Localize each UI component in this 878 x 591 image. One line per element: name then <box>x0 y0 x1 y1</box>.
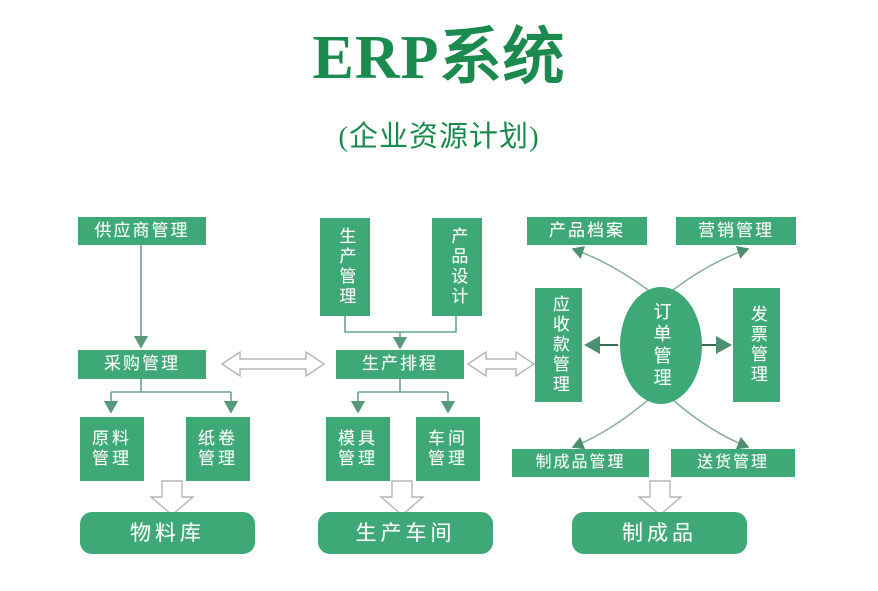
node-invoice-management[interactable]: 发票管理 <box>733 288 780 402</box>
node-marketing-management[interactable]: 营销管理 <box>676 217 796 245</box>
connector-scheduling-to-shopfloor <box>350 379 456 414</box>
connector-materials-to-warehouse <box>149 480 195 516</box>
connector-purchasing-to-materials <box>103 379 239 414</box>
node-mold-management[interactable]: 模具 管理 <box>326 417 390 481</box>
connector-purchasing-to-scheduling <box>220 350 326 378</box>
node-product-archive[interactable]: 产品档案 <box>527 217 647 245</box>
page-subtitle: (企业资源计划) <box>338 121 540 153</box>
node-receivables-management[interactable]: 应收款管理 <box>535 288 582 402</box>
connector-order-to-finished-goods-mgmt <box>571 399 649 450</box>
connector-order-to-marketing <box>672 246 750 291</box>
node-raw-material-management-line2: 管理 <box>92 449 132 468</box>
connector-shopfloor-to-production-workshop <box>379 480 425 516</box>
page-title: ERP系统 <box>312 24 566 92</box>
node-mold-management-line1: 模具 <box>338 428 378 448</box>
node-material-warehouse[interactable]: 物料库 <box>80 512 255 554</box>
node-product-design[interactable]: 产品设计 <box>432 218 482 316</box>
node-production-management[interactable]: 生产管理 <box>320 218 370 316</box>
node-purchasing-management[interactable]: 采购管理 <box>78 350 206 379</box>
node-order-management[interactable]: 订单管理 <box>620 287 702 404</box>
node-paper-roll-management-line2: 管理 <box>198 449 238 468</box>
connector-to-finished-goods <box>637 480 683 516</box>
node-mold-management-line2: 管理 <box>338 449 378 468</box>
node-production-workshop[interactable]: 生产车间 <box>318 512 493 554</box>
node-workshop-management-line2: 管理 <box>428 449 468 468</box>
connector-order-to-delivery <box>672 399 750 450</box>
node-production-scheduling[interactable]: 生产排程 <box>336 350 464 379</box>
connector-production-inputs-to-scheduling <box>344 316 457 350</box>
node-delivery-management[interactable]: 送货管理 <box>671 449 795 477</box>
node-workshop-management[interactable]: 车间 管理 <box>416 417 480 481</box>
node-supplier-management[interactable]: 供应商管理 <box>78 217 206 245</box>
node-finished-goods-management[interactable]: 制成品管理 <box>512 449 649 477</box>
node-paper-roll-management-line1: 纸卷 <box>198 428 238 448</box>
node-paper-roll-management[interactable]: 纸卷 管理 <box>186 417 250 481</box>
node-raw-material-management-line1: 原料 <box>92 428 132 448</box>
connector-order-to-product-archive <box>571 246 649 291</box>
node-workshop-management-line1: 车间 <box>428 428 468 448</box>
node-raw-material-management[interactable]: 原料 管理 <box>80 417 144 481</box>
connector-scheduling-to-receivables <box>466 350 536 378</box>
node-finished-goods[interactable]: 制成品 <box>572 512 747 554</box>
